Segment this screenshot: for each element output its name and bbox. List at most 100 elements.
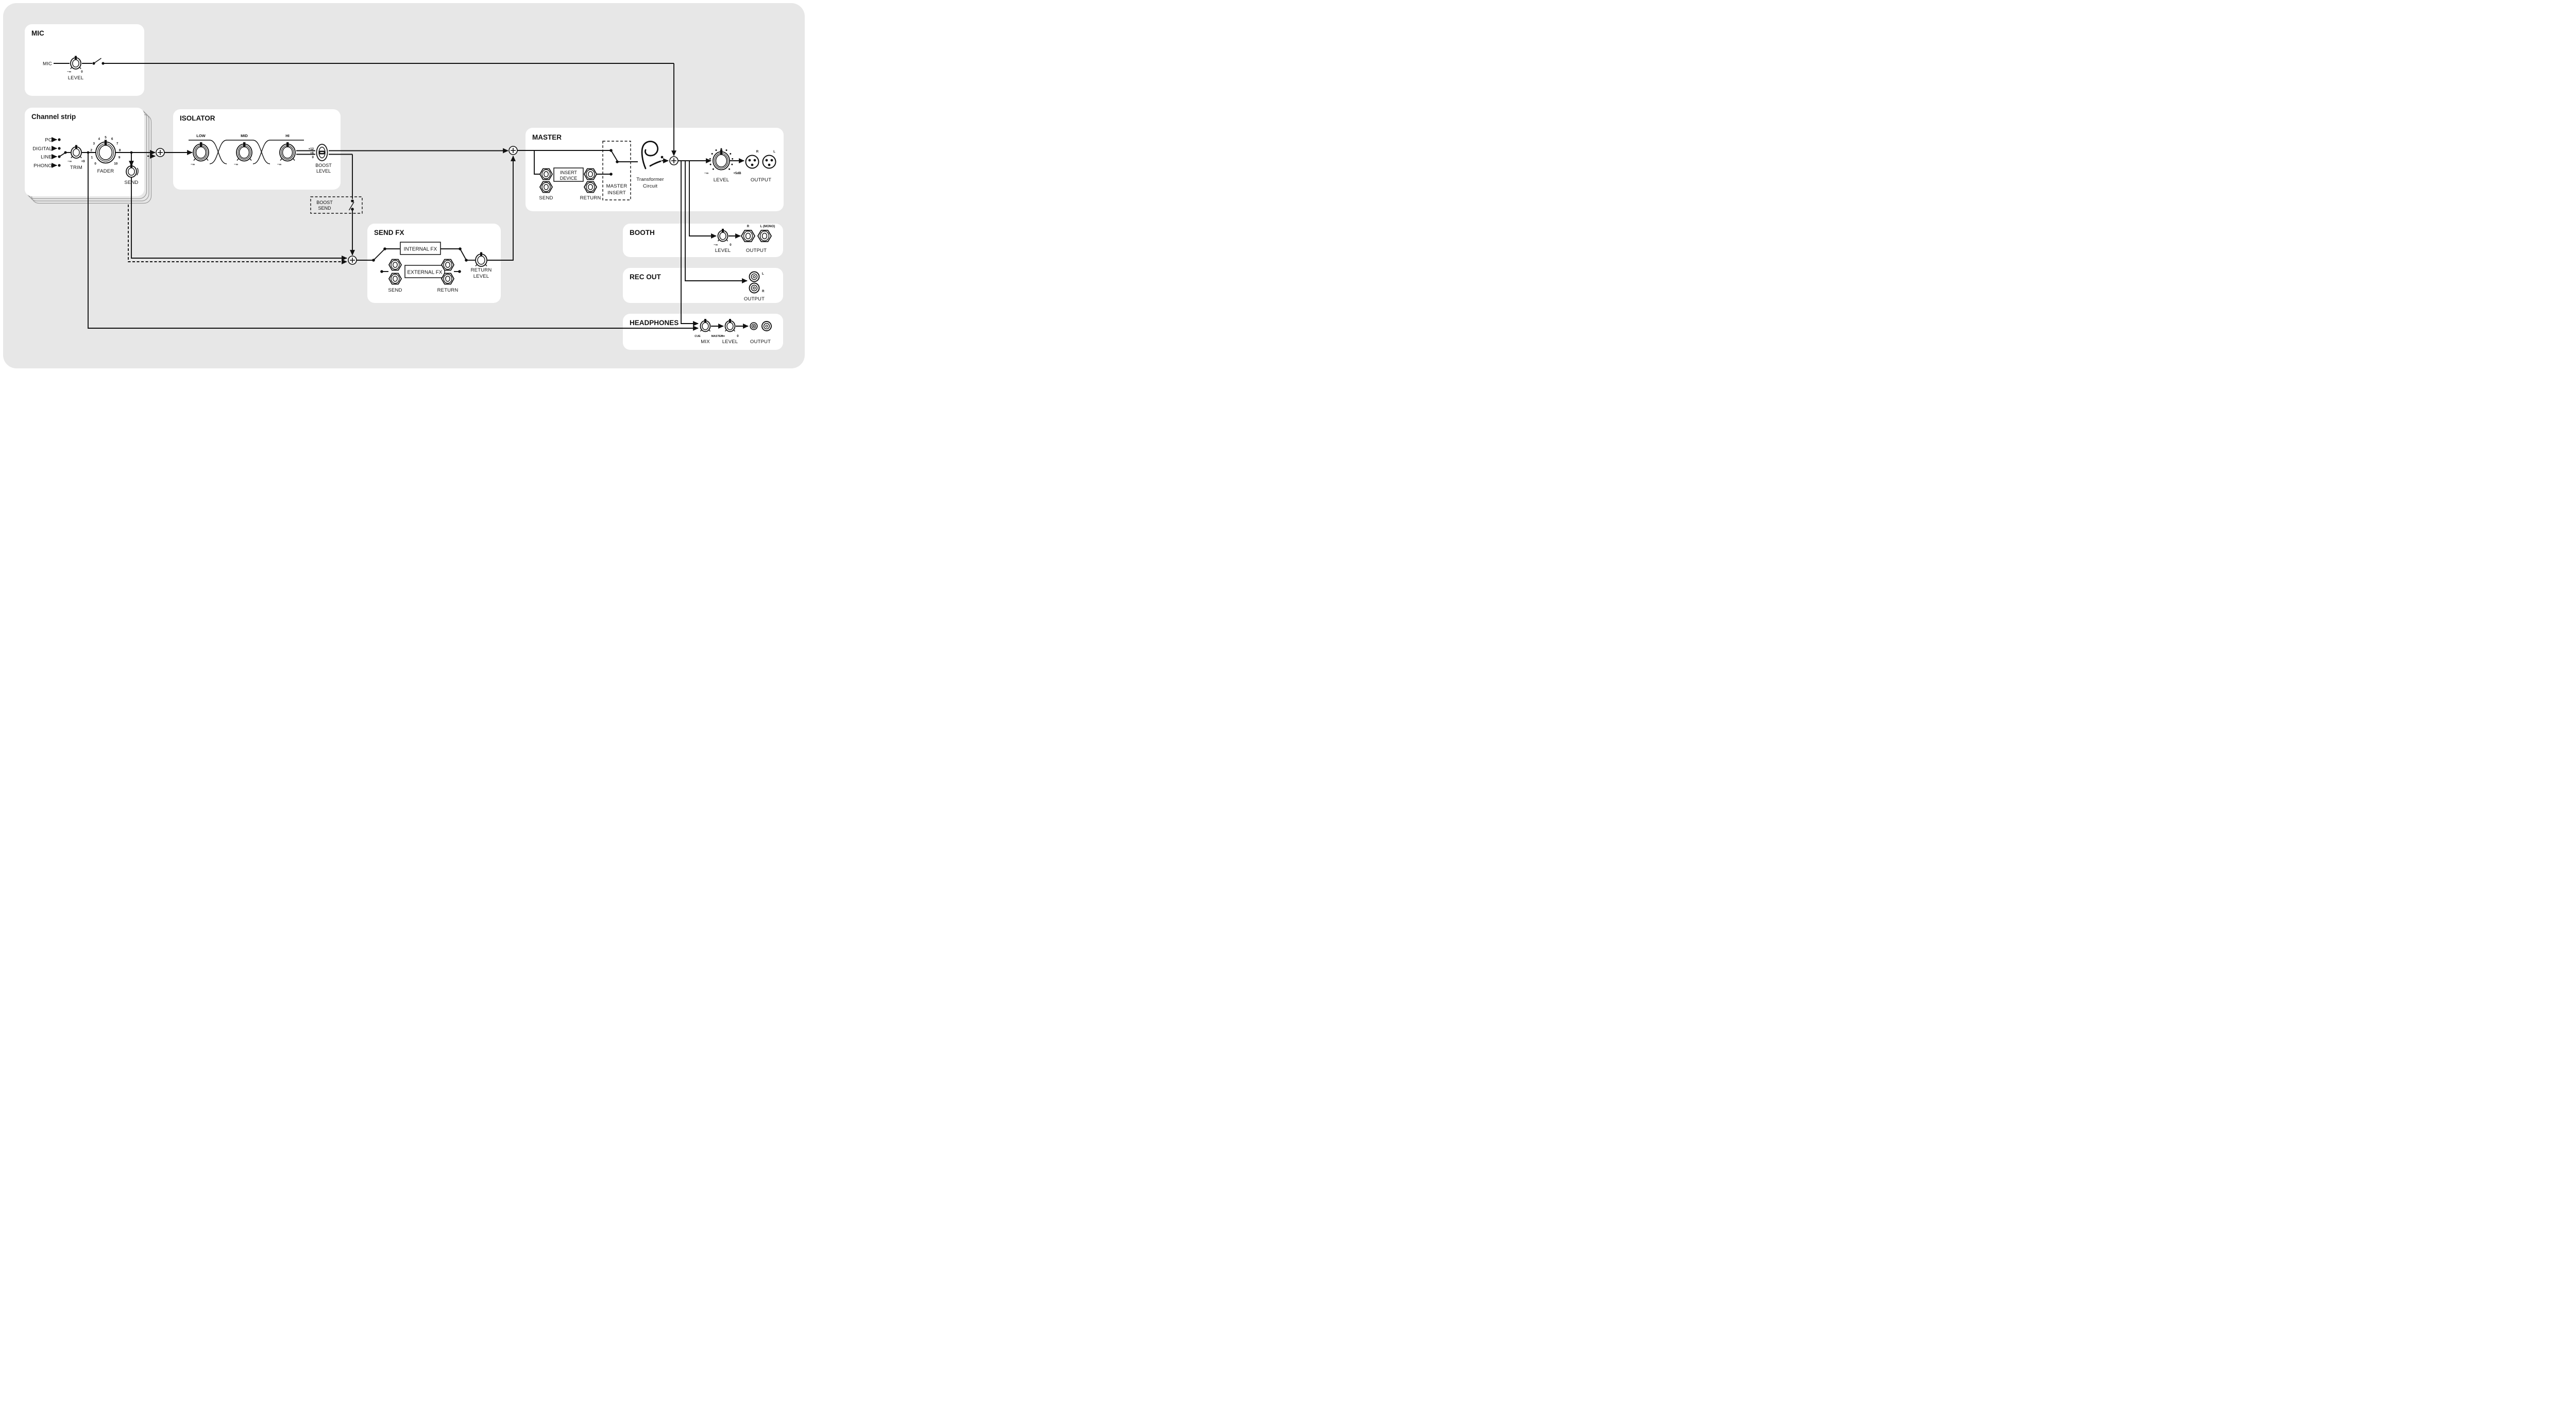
headphones-mix-knob[interactable]: [700, 319, 711, 332]
insert-device-label: DEVICE: [560, 176, 578, 181]
master-to-booth-wire: [689, 161, 717, 239]
boost-send-label: SEND: [318, 206, 331, 211]
iso-low-min: −∞: [191, 163, 195, 166]
fader-label: FADER: [97, 168, 114, 174]
boost-level-mark: +12: [309, 147, 314, 151]
master-insert-box: [602, 141, 631, 200]
insert-device-box: [553, 167, 584, 182]
master-level-knob[interactable]: [709, 148, 734, 171]
booth-level-min: −∞: [714, 243, 718, 247]
rec-output-label: OUTPUT: [744, 296, 765, 302]
rec-out-card: [623, 268, 783, 303]
mic-level-knob[interactable]: [70, 56, 81, 70]
fader-tick: 3: [93, 142, 95, 146]
rec-output-jacks: [749, 271, 760, 294]
master-insert-label: MASTER: [606, 183, 628, 189]
headphones-card: [623, 314, 783, 350]
master-sum-node: [509, 146, 518, 155]
input-pc-label: PC: [45, 138, 52, 143]
booth-level-max: 0: [730, 243, 732, 247]
iso-mid-label: MID: [241, 133, 248, 138]
headphones-title: HEADPHONES: [630, 319, 679, 327]
send-fx-title: SEND FX: [374, 229, 404, 236]
diagram-background: [3, 3, 805, 368]
booth-output-r: R: [747, 225, 750, 228]
iso-mid-min: −∞: [234, 163, 238, 166]
mic-level-label: LEVEL: [68, 75, 84, 81]
master-output-r: R: [756, 150, 759, 154]
hp-mix-min: CUE: [694, 335, 701, 338]
booth-level-label: LEVEL: [715, 248, 731, 253]
booth-output-jacks: [740, 230, 772, 242]
fader-tick: 1: [91, 156, 93, 160]
wires: [52, 63, 749, 331]
cue-feed-wire: [88, 153, 699, 331]
internal-fx-label: INTERNAL FX: [404, 247, 437, 252]
fx-send-jacks: [388, 259, 402, 285]
isolator-card: [173, 109, 341, 190]
return-level-label: RETURN: [471, 267, 492, 273]
master-return-label: RETURN: [580, 195, 601, 201]
rec-output-l: L: [762, 272, 764, 276]
fader-tick: 5: [105, 136, 107, 139]
master-output-label: OUTPUT: [751, 177, 771, 183]
master-insert-label: INSERT: [607, 190, 626, 196]
hp-mix-max: MASTER: [711, 335, 723, 338]
boost-send-switch[interactable]: [348, 199, 354, 211]
boost-level-switch[interactable]: [316, 144, 328, 161]
mic-sum-node: [669, 156, 679, 165]
master-insert-return-jacks: [583, 168, 598, 193]
hp-level-max: 0: [737, 334, 739, 338]
mic-level-max: 0: [81, 70, 83, 74]
mixer-block-diagram: MIC Channel strip ISOLATOR SEND FX MASTE…: [0, 0, 808, 371]
mic-card: [25, 24, 144, 96]
channel-strip-card: [25, 108, 144, 196]
isolator-mid-knob[interactable]: [236, 142, 252, 162]
fader-tick: 10: [114, 162, 118, 166]
master-send-label: SEND: [539, 195, 553, 201]
fx-return-wire: [487, 155, 516, 261]
input-phono-label: PHONO: [33, 163, 52, 169]
mic-input-label: MIC: [43, 61, 52, 67]
boost-level-label: LEVEL: [316, 168, 331, 174]
booth-output-l: L (MONO): [760, 225, 775, 228]
fader-tick: 8: [119, 149, 121, 153]
master-level-min: −∞: [704, 172, 708, 175]
master-xlr-outputs: [745, 155, 776, 169]
fx-send-label: SEND: [388, 287, 402, 293]
booth-output-label: OUTPUT: [746, 248, 767, 253]
master-insert-send-branch: [534, 150, 540, 175]
boost-send-box: [310, 196, 363, 214]
isolator-hi-knob[interactable]: [279, 142, 296, 162]
hp-output-label: OUTPUT: [750, 339, 771, 345]
master-to-headphones-wire: [681, 161, 699, 326]
send-knob[interactable]: [126, 164, 139, 178]
trim-knob[interactable]: [71, 145, 82, 159]
rec-output-r: R: [762, 290, 765, 293]
fader-tick: 0: [94, 162, 96, 166]
fader-tick: 7: [116, 142, 118, 146]
isolator-low-knob[interactable]: [193, 142, 209, 162]
transformer-label: Circuit: [643, 183, 657, 189]
boost-level-mark: +6: [310, 151, 314, 155]
channel-send-wire: [131, 176, 348, 261]
fx-return-jacks: [440, 259, 455, 285]
master-title: MASTER: [532, 133, 562, 141]
return-level-knob[interactable]: [475, 252, 487, 267]
booth-level-knob[interactable]: [717, 229, 728, 242]
iso-low-label: LOW: [196, 133, 206, 138]
return-level-label: LEVEL: [473, 274, 489, 279]
fader-tick: 9: [118, 156, 121, 160]
master-output-l: L: [773, 150, 775, 154]
external-fx-label: EXTERNAL FX: [408, 270, 443, 276]
external-fx-box: [404, 265, 445, 278]
mic-title: MIC: [31, 29, 44, 37]
mic-on-off-switch[interactable]: [92, 58, 105, 65]
internal-fx-box: [400, 242, 441, 255]
headphones-level-knob[interactable]: [724, 319, 736, 332]
fader-tick: 6: [111, 138, 113, 141]
fader-knob[interactable]: [95, 140, 116, 164]
master-level-max: +5dB: [733, 172, 741, 175]
transformer-label: Transformer: [636, 177, 664, 182]
hp-level-label: LEVEL: [722, 339, 738, 345]
